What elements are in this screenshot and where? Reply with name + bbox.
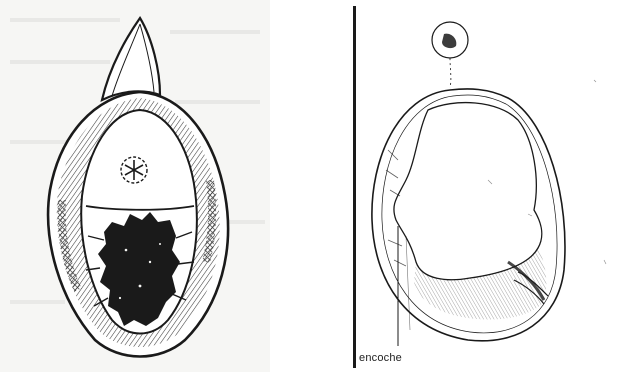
- ring-drawing-icon: [358, 0, 621, 372]
- right-illustration-panel: [358, 0, 621, 372]
- top-circle-icon: [432, 22, 468, 88]
- notch-pointer-faint: [406, 236, 410, 330]
- inner-opening-shape: [394, 103, 542, 280]
- top-tip-shape: [102, 18, 160, 100]
- notch-caption: encoche: [359, 352, 402, 364]
- left-illustration-panel: [0, 0, 270, 372]
- seed-drawing-icon: [0, 0, 270, 372]
- vertical-divider: [353, 6, 356, 368]
